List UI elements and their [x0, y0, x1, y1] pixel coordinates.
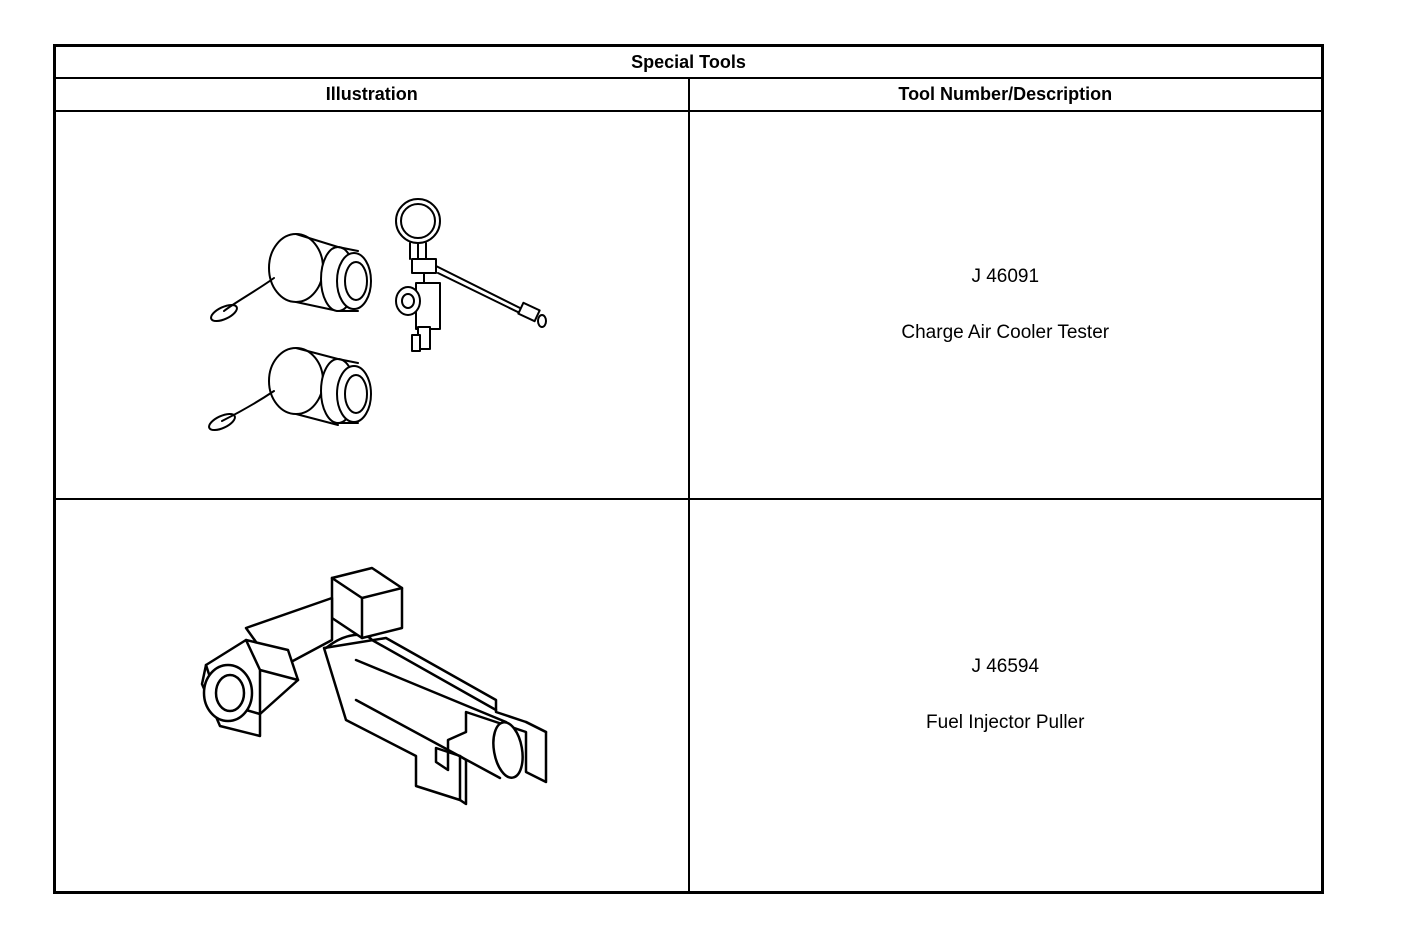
tool-number: J 46594 [971, 656, 1040, 678]
tool-description: Fuel Injector Puller [926, 712, 1085, 734]
illustration-cell [53, 497, 690, 894]
header-tool-description: Tool Number/Description [687, 77, 1324, 113]
header-illustration: Illustration [53, 77, 690, 113]
charge-air-cooler-tester-icon [208, 197, 547, 431]
illustration-cell [53, 110, 690, 500]
description-cell: J 46091 Charge Air Cooler Tester [687, 110, 1324, 500]
description-cell: J 46594 Fuel Injector Puller [687, 497, 1324, 894]
tool-number: J 46091 [971, 265, 1040, 287]
special-tools-table: Special Tools Illustration Tool Number/D… [53, 44, 1324, 894]
fuel-injector-puller-icon [200, 567, 548, 806]
table-row: J 46091 Charge Air Cooler Tester [53, 110, 1324, 500]
tool-description: Charge Air Cooler Tester [901, 321, 1110, 343]
table-title: Special Tools [53, 44, 1324, 80]
table-row: J 46594 Fuel Injector Puller [53, 497, 1324, 894]
